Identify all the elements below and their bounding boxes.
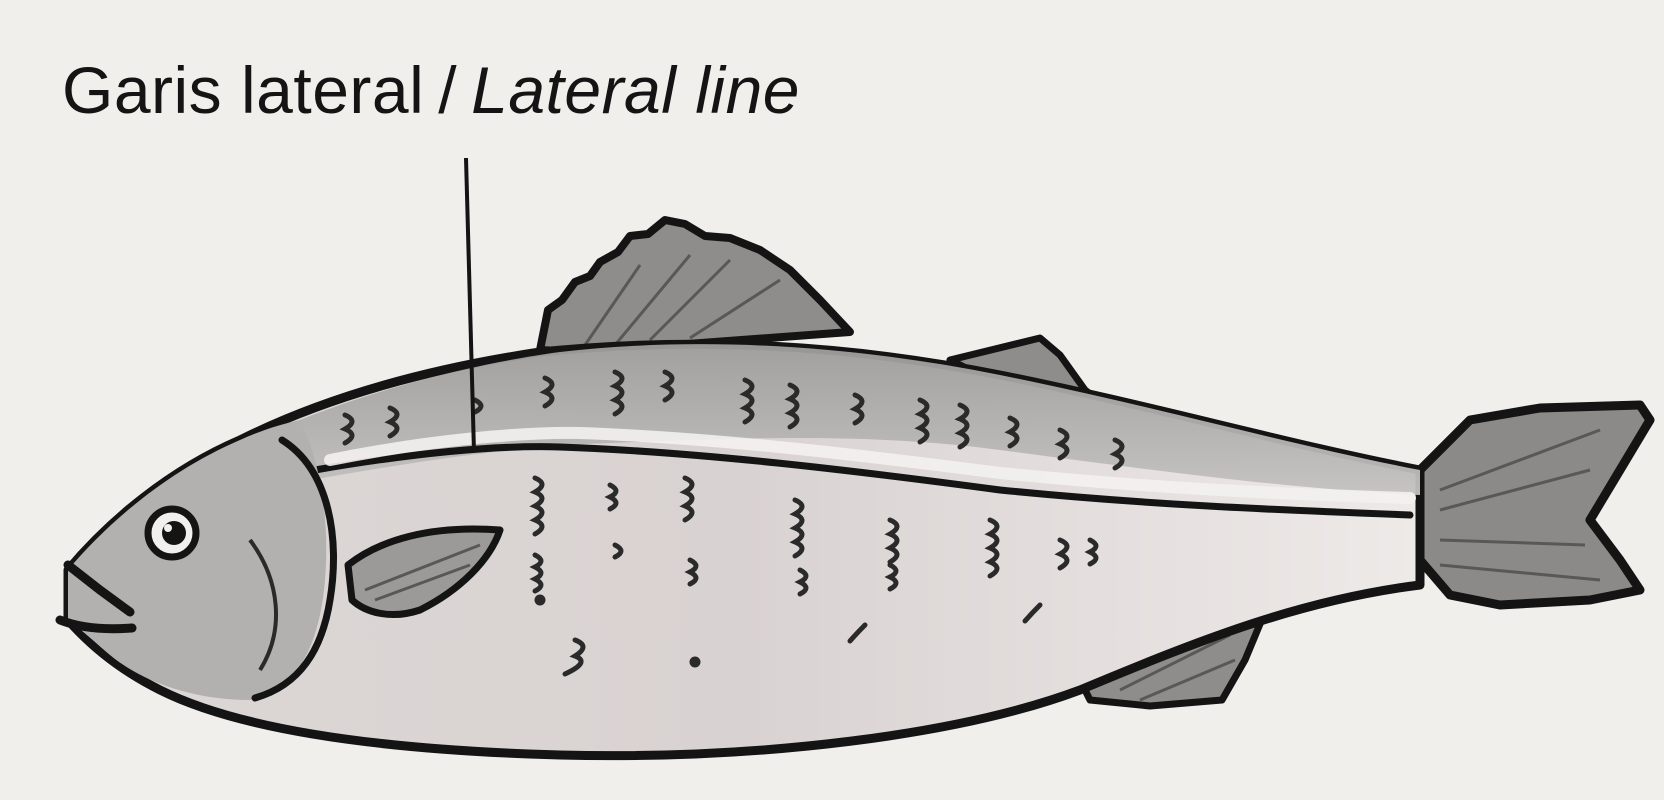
- dorsal-fin: [540, 220, 850, 352]
